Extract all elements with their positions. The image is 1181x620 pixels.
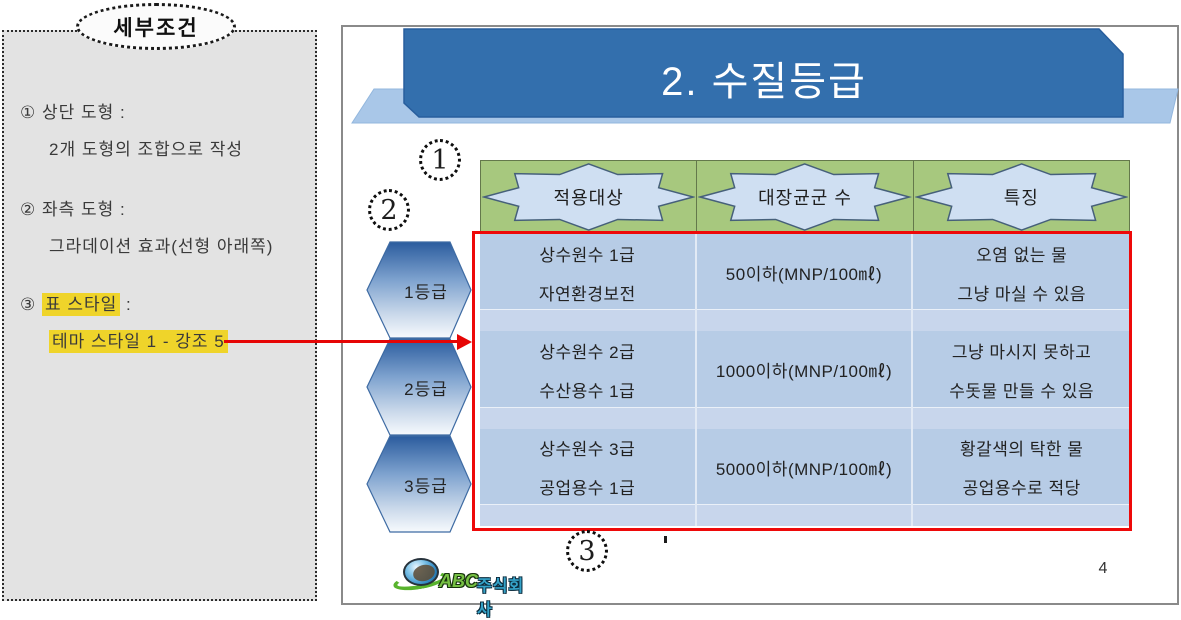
row-band <box>480 309 695 332</box>
table-cell-r2-target: 상수원수 2급 수산용수 1급 <box>480 331 697 429</box>
panel-title-oval: 세부조건 <box>76 3 236 50</box>
annotation-arrow-line <box>224 340 459 343</box>
cell-text: 수돗물 만들 수 있음 <box>949 381 1095 401</box>
condition-2-label: 좌측 도형 : <box>41 200 126 219</box>
cell-text: 오염 없는 물 <box>976 245 1068 265</box>
condition-2-title: ② 좌측 도형 : <box>20 199 273 221</box>
cell-text: 50이하(MNP/100㎖) <box>725 265 883 285</box>
stray-mark <box>664 536 667 543</box>
panel-title: 세부조건 <box>113 16 199 40</box>
slide-canvas: 2. 수질등급 1 2 3 적용대상 대장균군 수 특징 상수원수 1급 자연환… <box>341 25 1179 619</box>
condition-3-number: ③ <box>20 295 37 314</box>
table-cell-r2-feature: 그냥 마시지 못하고 수돗물 만들 수 있음 <box>913 331 1130 429</box>
annotation-circle-1-digit: 1 <box>431 144 449 176</box>
row-band <box>480 406 695 429</box>
condition-3-detail-highlighted: 테마 스타일 1 - 강조 5 <box>49 330 228 353</box>
condition-3-title: ③ 표 스타일 : <box>20 293 228 316</box>
instruction-panel: ① 상단 도형 : 2개 도형의 조합으로 작성 ② 좌측 도형 : 그라데이션… <box>2 30 317 601</box>
table-cell-r3-count: 5000이하(MNP/100㎖) <box>696 428 914 526</box>
company-logo: ABC 주식회사 <box>392 557 535 619</box>
table-header-cell-target: 적용대상 <box>481 161 698 233</box>
table-cell-r3-target: 상수원수 3급 공업용수 1급 <box>480 428 697 526</box>
grade-hexagon-1: 1등급 <box>366 241 472 339</box>
table-header-cell-coliform: 대장균군 수 <box>697 161 914 233</box>
star-burst-icon <box>482 162 695 232</box>
hexagon-shape <box>366 241 472 339</box>
condition-3-detail: 테마 스타일 1 - 강조 5 <box>20 330 228 353</box>
cell-text: 공업용수 1급 <box>539 479 636 499</box>
cell-text: 5000이하(MNP/100㎖) <box>715 459 893 479</box>
condition-3-label-highlighted: 표 스타일 <box>41 293 121 316</box>
table-body: 상수원수 1급 자연환경보전 50이하(MNP/100㎖) 오염 없는 물 그냥… <box>480 234 1130 526</box>
cell-text: 수산용수 1급 <box>539 381 636 401</box>
table-cell-r1-feature: 오염 없는 물 그냥 마실 수 있음 <box>913 234 1130 332</box>
logo-text-company: 주식회사 <box>477 578 525 619</box>
condition-item-3: ③ 표 스타일 : 테마 스타일 1 - 강조 5 <box>20 293 228 353</box>
cell-text: 1000이하(MNP/100㎖) <box>715 362 893 382</box>
grade-hexagon-3: 3등급 <box>366 435 472 533</box>
annotation-arrow <box>224 334 474 350</box>
row-band <box>696 504 912 526</box>
condition-1-number: ① <box>20 103 37 122</box>
grade-hexagon-2-label: 2등급 <box>404 379 448 399</box>
hexagon-shape <box>366 338 472 436</box>
table-header-row: 적용대상 대장균군 수 특징 <box>480 160 1130 234</box>
annotation-circle-3-digit: 3 <box>578 535 596 567</box>
annotation-circle-2: 2 <box>368 189 410 231</box>
condition-1-label: 상단 도형 : <box>41 103 126 122</box>
star-burst-icon <box>915 162 1128 232</box>
annotation-circle-2-digit: 2 <box>380 194 398 226</box>
hexagon-shape <box>366 435 472 533</box>
table-cell-r1-count: 50이하(MNP/100㎖) <box>696 234 914 332</box>
row-band <box>696 406 912 429</box>
star-burst-icon <box>698 162 911 232</box>
condition-1-detail: 2개 도형의 조합으로 작성 <box>49 140 244 159</box>
condition-2-detail: 그라데이션 효과(선형 아래쪽) <box>49 237 274 256</box>
table-header-cell-feature: 특징 <box>914 161 1129 233</box>
row-band <box>696 309 912 332</box>
cell-text: 상수원수 1급 <box>539 245 636 265</box>
grade-hexagon-3-label: 3등급 <box>404 476 448 496</box>
condition-1-title: ① 상단 도형 : <box>20 102 243 124</box>
condition-item-1: ① 상단 도형 : 2개 도형의 조합으로 작성 <box>20 102 243 161</box>
banner-dark-rectangle <box>403 28 1124 118</box>
cell-text: 상수원수 3급 <box>539 440 636 460</box>
condition-2-number: ② <box>20 200 37 219</box>
annotation-circle-3: 3 <box>566 530 608 572</box>
header-label-target: 적용대상 <box>553 188 624 208</box>
row-band <box>913 309 1130 332</box>
grade-hexagon-2: 2등급 <box>366 338 472 436</box>
cell-text: 자연환경보전 <box>538 284 636 304</box>
condition-3-label-suffix: : <box>120 295 132 314</box>
row-band <box>913 406 1130 429</box>
logo-text-abc: ABC <box>439 571 478 591</box>
cell-text: 황갈색의 탁한 물 <box>959 440 1084 460</box>
table-cell-r3-feature: 황갈색의 탁한 물 공업용수로 적당 <box>913 428 1130 526</box>
cell-text: 상수원수 2급 <box>539 342 636 362</box>
table-cell-r2-count: 1000이하(MNP/100㎖) <box>696 331 914 429</box>
header-label-coliform: 대장균군 수 <box>758 188 852 208</box>
title-banner-shapes <box>351 28 1179 124</box>
cell-text: 그냥 마시지 못하고 <box>951 342 1092 362</box>
header-label-feature: 특징 <box>1003 188 1039 208</box>
annotation-circle-1: 1 <box>419 139 461 181</box>
slide-title: 2. 수질등급 <box>661 60 867 104</box>
grade-hexagon-1-label: 1등급 <box>404 282 448 302</box>
condition-item-2: ② 좌측 도형 : 그라데이션 효과(선형 아래쪽) <box>20 199 273 258</box>
row-band <box>480 504 695 526</box>
annotation-red-box <box>472 231 1132 531</box>
cell-text: 그냥 마실 수 있음 <box>957 284 1086 304</box>
cell-text: 공업용수로 적당 <box>962 479 1081 499</box>
annotation-arrow-head-icon <box>457 334 472 350</box>
table-cell-r1-target: 상수원수 1급 자연환경보전 <box>480 234 697 332</box>
page-number: 4 <box>1098 560 1108 577</box>
row-band <box>913 504 1130 526</box>
